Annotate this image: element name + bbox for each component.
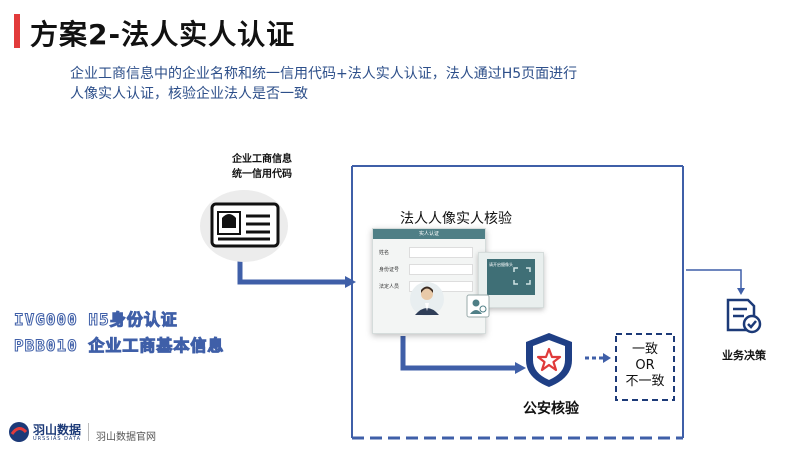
legal-person-avatar (410, 282, 444, 316)
form-field-id: 身份证号 (379, 267, 400, 273)
face-verify-title: 法人人像实人核验 (400, 211, 512, 227)
footer-logo-en: URSSIAS DATA (33, 436, 82, 442)
source-label: 企业工商信息 统一信用代码 (222, 152, 302, 182)
result-match: 一致 (631, 342, 658, 357)
api-business-info: PBB010 企业工商基本信息 (13, 336, 225, 356)
id-input[interactable] (409, 264, 473, 275)
footer-divider (88, 423, 89, 441)
page-title: 方案2-法人实人认证 (30, 18, 296, 51)
source-label-line1: 企业工商信息 (232, 154, 292, 165)
camera-card-bg (487, 259, 535, 295)
decision-label: 业务决策 (722, 349, 766, 362)
form-header: 实人认证 (373, 229, 485, 239)
company-logo-icon (9, 422, 29, 442)
form-field-name: 姓名 (379, 250, 390, 256)
verify-result: 一致 OR 不一致 (616, 342, 674, 390)
result-or: OR (635, 358, 655, 373)
name-input[interactable] (409, 247, 473, 258)
decision-doc-icon (726, 298, 762, 334)
business-license-icon (200, 190, 288, 262)
police-shield-icon (526, 333, 572, 387)
scan-frame-icon (513, 267, 531, 285)
title-accent-bar (14, 14, 20, 48)
footer-logo-name: 羽山数据 (33, 423, 82, 437)
form-field-person: 法定人员 (379, 284, 400, 290)
camera-card-label: 请开启摄像头 (489, 262, 513, 267)
source-label-line2: 统一信用代码 (232, 169, 292, 180)
page-description: 企业工商信息中的企业名称和统一信用代码+法人实人认证，法人通过H5页面进行人像实… (70, 66, 578, 102)
user-verified-icon (466, 294, 490, 318)
result-mismatch: 不一致 (625, 374, 665, 389)
police-verify-label: 公安核验 (523, 401, 579, 417)
api-h5-auth: IVG000 H5身份认证 (14, 310, 178, 330)
verify-form-card: 实人认证 姓名 身份证号 法定人员 (372, 228, 486, 334)
footer-subtitle: 羽山数据官网 (96, 432, 156, 443)
